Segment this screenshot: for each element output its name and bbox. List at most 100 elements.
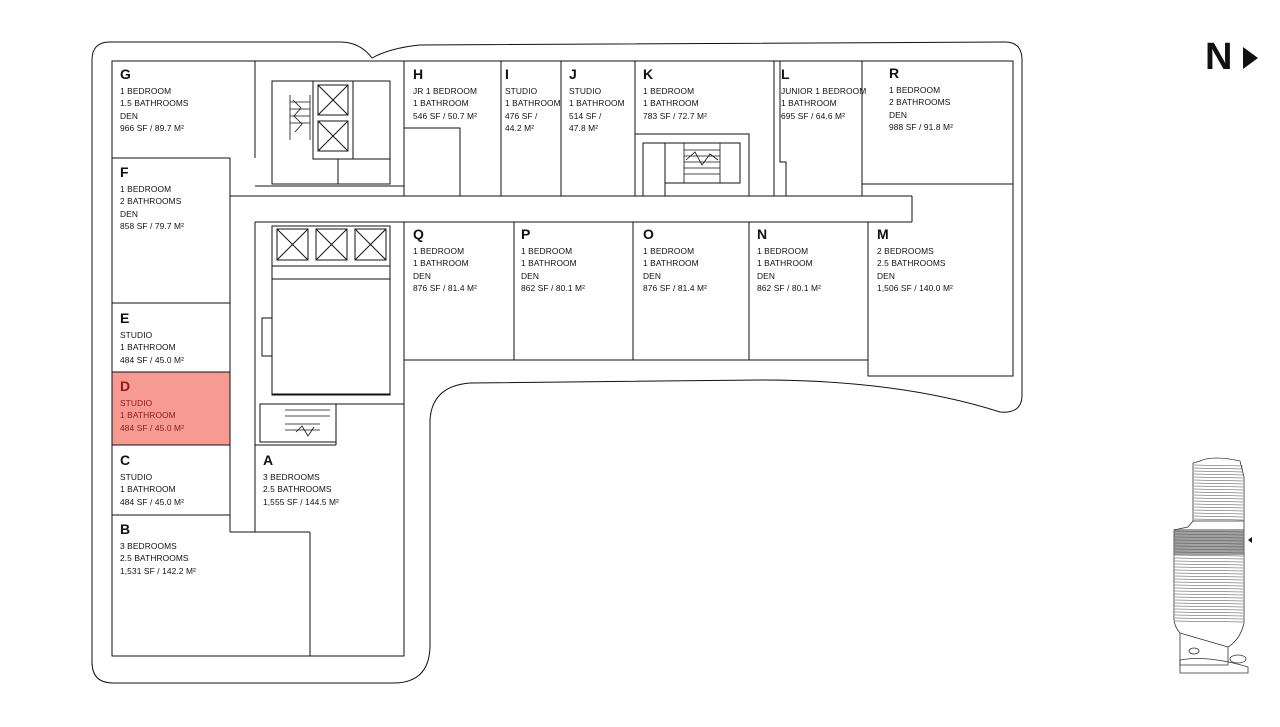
- unit-detail: 858 SF / 79.7 M²: [120, 220, 184, 231]
- north-compass: N: [1205, 38, 1265, 78]
- unit-letter: A: [263, 452, 274, 468]
- unit-f-label[interactable]: F 1 BEDROOM 2 BATHROOMS DEN 858 SF / 79.…: [120, 164, 184, 232]
- unit-h-label[interactable]: H JR 1 BEDROOM 1 BATHROOM 546 SF / 50.7 …: [413, 66, 477, 122]
- unit-letter: H: [413, 66, 424, 82]
- unit-detail: 862 SF / 80.1 M²: [757, 282, 821, 293]
- unit-detail: DEN: [889, 109, 907, 120]
- unit-detail: DEN: [877, 270, 895, 281]
- unit-letter: B: [120, 521, 131, 537]
- unit-letter: F: [120, 164, 129, 180]
- unit-e-label[interactable]: E STUDIO 1 BATHROOM 484 SF / 45.0 M²: [120, 310, 184, 366]
- unit-letter: L: [781, 66, 790, 82]
- balcony-outline: [91, 41, 1023, 684]
- unit-detail: 1 BATHROOM: [643, 98, 699, 109]
- unit-detail: 2 BATHROOMS: [120, 196, 182, 207]
- unit-detail: 695 SF / 64.6 M²: [781, 110, 845, 121]
- unit-letter: C: [120, 452, 131, 468]
- unit-detail: 2.5 BATHROOMS: [877, 258, 946, 269]
- unit-detail: 1,531 SF / 142.2 M²: [120, 565, 196, 576]
- unit-detail: DEN: [643, 270, 661, 281]
- unit-detail: 862 SF / 80.1 M²: [521, 282, 585, 293]
- unit-detail: DEN: [120, 110, 138, 121]
- unit-letter: Q: [413, 226, 424, 242]
- unit-i-label[interactable]: I STUDIO 1 BATHROOM 476 SF / 44.2 M²: [505, 66, 561, 134]
- unit-letter: P: [521, 226, 531, 242]
- unit-a-label[interactable]: A 3 BEDROOMS 2.5 BATHROOMS 1,555 SF / 14…: [263, 452, 339, 508]
- unit-detail: 1 BATHROOM: [413, 258, 469, 269]
- unit-detail: JR 1 BEDROOM: [413, 86, 478, 96]
- north-label: N: [1205, 36, 1233, 78]
- unit-detail: 1 BATHROOM: [413, 98, 469, 109]
- unit-o-label[interactable]: O 1 BEDROOM 1 BATHROOM DEN 876 SF / 81.4…: [643, 226, 707, 294]
- unit-letter: I: [505, 66, 509, 82]
- unit-detail: 1 BATHROOM: [120, 410, 176, 421]
- unit-m-label[interactable]: M 2 BEDROOMS 2.5 BATHROOMS DEN 1,506 SF …: [877, 226, 953, 294]
- unit-detail: 1,555 SF / 144.5 M²: [263, 496, 339, 507]
- unit-b-label[interactable]: B 3 BEDROOMS 2.5 BATHROOMS 1,531 SF / 14…: [120, 521, 196, 577]
- unit-detail: 2 BATHROOMS: [889, 97, 951, 108]
- unit-letter: K: [643, 66, 654, 82]
- building-outline: [111, 60, 1014, 657]
- unit-detail: DEN: [413, 270, 431, 281]
- unit-r-label[interactable]: R 1 BEDROOM 2 BATHROOMS DEN 988 SF / 91.…: [889, 65, 953, 133]
- unit-detail: 484 SF / 45.0 M²: [120, 354, 184, 365]
- unit-detail: 1 BATHROOM: [120, 484, 176, 495]
- unit-p-label[interactable]: P 1 BEDROOM 1 BATHROOM DEN 862 SF / 80.1…: [521, 226, 585, 294]
- unit-detail: STUDIO: [120, 472, 153, 482]
- unit-letter: G: [120, 66, 131, 82]
- unit-detail: 966 SF / 89.7 M²: [120, 122, 184, 133]
- unit-detail: 546 SF / 50.7 M²: [413, 110, 477, 121]
- unit-detail: DEN: [120, 208, 138, 219]
- unit-detail: 1 BATHROOM: [781, 98, 837, 109]
- unit-detail: 1 BEDROOM: [413, 246, 465, 256]
- unit-detail: 876 SF / 81.4 M²: [643, 282, 707, 293]
- unit-detail: 1.5 BATHROOMS: [120, 98, 189, 109]
- unit-detail: 1 BEDROOM: [889, 85, 941, 95]
- unit-detail: 1 BEDROOM: [643, 86, 695, 96]
- unit-letter: M: [877, 226, 889, 242]
- unit-detail: 47.8 M²: [569, 122, 599, 133]
- unit-detail: DEN: [521, 270, 539, 281]
- unit-detail: 1 BATHROOM: [505, 98, 561, 109]
- unit-letter: D: [120, 378, 131, 394]
- unit-detail: 876 SF / 81.4 M²: [413, 282, 477, 293]
- unit-l-label[interactable]: L JUNIOR 1 BEDROOM 1 BATHROOM 695 SF / 6…: [781, 66, 866, 122]
- unit-detail: 44.2 M²: [505, 122, 535, 133]
- unit-detail: 1 BEDROOM: [757, 246, 809, 256]
- unit-detail: 1 BEDROOM: [120, 184, 172, 194]
- unit-q-label[interactable]: Q 1 BEDROOM 1 BATHROOM DEN 876 SF / 81.4…: [413, 226, 477, 294]
- unit-detail: 2 BEDROOMS: [877, 246, 934, 256]
- unit-letter: N: [757, 226, 768, 242]
- unit-detail: 988 SF / 91.8 M²: [889, 121, 953, 132]
- unit-letter: E: [120, 310, 130, 326]
- unit-detail: 1 BATHROOM: [643, 258, 699, 269]
- unit-letter: R: [889, 65, 900, 81]
- unit-c-label[interactable]: C STUDIO 1 BATHROOM 484 SF / 45.0 M²: [120, 452, 184, 508]
- tower-elevation-icon: [1173, 457, 1252, 674]
- unit-detail: 476 SF /: [505, 110, 538, 121]
- unit-detail: 3 BEDROOMS: [263, 472, 320, 482]
- unit-k-label[interactable]: K 1 BEDROOM 1 BATHROOM 783 SF / 72.7 M²: [643, 66, 707, 122]
- unit-n-label[interactable]: N 1 BEDROOM 1 BATHROOM DEN 862 SF / 80.1…: [757, 226, 821, 294]
- north-arrow-icon: [1243, 47, 1258, 69]
- unit-letter: O: [643, 226, 654, 242]
- unit-detail: 2.5 BATHROOMS: [263, 484, 332, 495]
- unit-detail: 1 BEDROOM: [120, 86, 172, 96]
- unit-detail: STUDIO: [120, 330, 153, 340]
- unit-detail: 1 BATHROOM: [521, 258, 577, 269]
- unit-detail: 1 BATHROOM: [757, 258, 813, 269]
- unit-detail: 1 BEDROOM: [643, 246, 695, 256]
- unit-detail: 783 SF / 72.7 M²: [643, 110, 707, 121]
- unit-g-label[interactable]: G 1 BEDROOM 1.5 BATHROOMS DEN 966 SF / 8…: [120, 66, 189, 134]
- unit-detail: 484 SF / 45.0 M²: [120, 422, 184, 433]
- unit-detail: 1 BATHROOM: [120, 342, 176, 353]
- unit-detail: 2.5 BATHROOMS: [120, 553, 189, 564]
- unit-j-label[interactable]: J STUDIO 1 BATHROOM 514 SF / 47.8 M²: [569, 66, 625, 134]
- unit-detail: STUDIO: [505, 86, 538, 96]
- unit-detail: DEN: [757, 270, 775, 281]
- unit-detail: STUDIO: [569, 86, 602, 96]
- unit-detail: STUDIO: [120, 398, 153, 408]
- unit-d-label[interactable]: D STUDIO 1 BATHROOM 484 SF / 45.0 M²: [120, 378, 184, 434]
- unit-detail: JUNIOR 1 BEDROOM: [781, 86, 867, 96]
